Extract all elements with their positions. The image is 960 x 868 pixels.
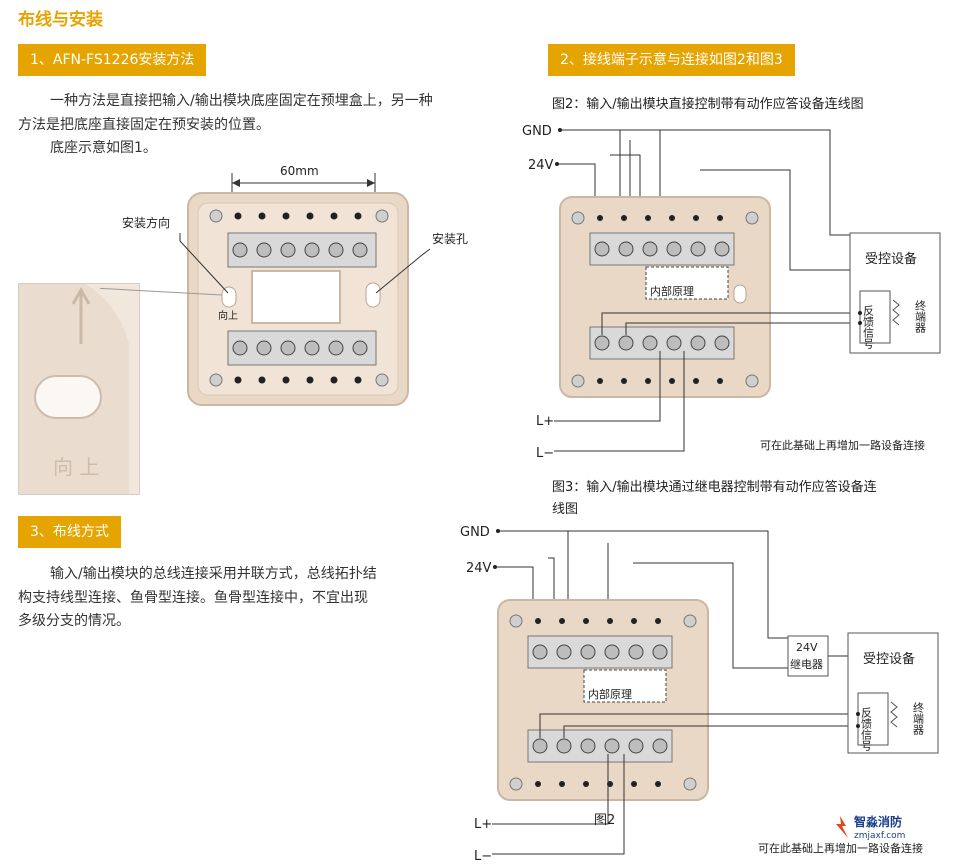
- photo-up-text: 向 上: [53, 455, 99, 479]
- figure-3-relay-control-diagram: GND 24V 内部原理 L+ 图2 L− 24V 继电器 受控设备 反馈信号 …: [460, 525, 939, 864]
- install-text-line-3: 底座示意如图1。: [50, 140, 157, 156]
- relay-voltage: 24V: [796, 641, 818, 654]
- v24-label-fig3: 24V: [466, 561, 492, 576]
- l-minus-label-fig3: L−: [474, 849, 492, 864]
- gnd-label: GND: [522, 124, 552, 139]
- logo-name: 智淼消防: [853, 814, 902, 829]
- page-title: 布线与安装: [18, 10, 103, 30]
- figure-2-caption: 图2：输入/输出模块直接控制带有动作应答设备连线图: [552, 97, 864, 112]
- figure-3-caption-line-2: 线图: [552, 502, 579, 517]
- top-screw-row: [209, 209, 389, 223]
- section-header-install: 1、AFN-FS1226安装方法: [18, 44, 207, 76]
- inner-principle-label: 内部原理: [650, 284, 694, 298]
- feedback-signal-label-fig3: 反馈信号: [860, 707, 873, 752]
- install-direction-label: 安装方向: [122, 215, 170, 230]
- fig3-note: 可在此基础上再增加一路设备连接: [758, 841, 923, 855]
- mounting-hole-label: 安装孔: [432, 231, 468, 246]
- relay-box: [787, 635, 829, 677]
- bottom-terminal-block: [227, 330, 377, 366]
- wiring-text-line-3: 多级分支的情况。: [18, 613, 130, 629]
- dimension-label: 60mm: [280, 164, 319, 178]
- terminator-label-fig3: 终端器: [912, 701, 925, 736]
- l-minus-label: L−: [536, 446, 554, 460]
- figure-2-direct-control-diagram: GND 24V 内部原理 L+ L− 受控设备 反馈信号 终端器 可在此基础上再…: [522, 124, 941, 460]
- up-label: 向上: [218, 309, 238, 322]
- bottom-screw-row: [209, 373, 389, 387]
- v24-label: 24V: [528, 158, 554, 173]
- wiring-text-line-1: 输入/输出模块的总线连接采用并联方式，总线拓扑结: [50, 566, 377, 582]
- figure-label: 图2: [594, 813, 615, 828]
- l-plus-label-fig3: L+: [474, 817, 492, 832]
- terminator-label: 终端器: [914, 299, 927, 334]
- fig2-note: 可在此基础上再增加一路设备连接: [760, 438, 925, 452]
- top-terminal-block: [227, 232, 377, 268]
- section-header-terminals: 2、接线端子示意与连接如图2和图3: [548, 44, 795, 76]
- figure-1-base-diagram: 60mm 向上 安装方向 安装孔: [100, 164, 468, 406]
- section-header-wiring: 3、布线方式: [18, 516, 121, 548]
- flame-icon: [836, 816, 848, 838]
- figure-3-caption-line-1: 图3：输入/输出模块通过继电器控制带有动作应答设备连: [552, 480, 877, 495]
- feedback-signal-label: 反馈信号: [862, 305, 875, 350]
- controlled-device-label: 受控设备: [865, 251, 917, 267]
- gnd-label-fig3: GND: [460, 525, 490, 540]
- site-logo: 智淼消防 zmjaxf.com: [832, 812, 942, 842]
- l-plus-label: L+: [536, 414, 554, 429]
- wiring-text-line-2: 构支持线型连接、鱼骨型连接。鱼骨型连接中，不宜出现: [18, 590, 368, 606]
- logo-url: zmjaxf.com: [854, 831, 905, 841]
- relay-label: 继电器: [790, 658, 823, 671]
- base-closeup-photo: 向 上: [18, 283, 140, 495]
- controlled-device-label-fig3: 受控设备: [863, 651, 915, 667]
- inner-principle-label-fig3: 内部原理: [588, 687, 632, 701]
- install-text-line-2: 方法是把底座直接固定在预安装的位置。: [18, 117, 270, 133]
- install-text-line-1: 一种方法是直接把输入/输出模块底座固定在预埋盒上，另一种: [50, 93, 433, 109]
